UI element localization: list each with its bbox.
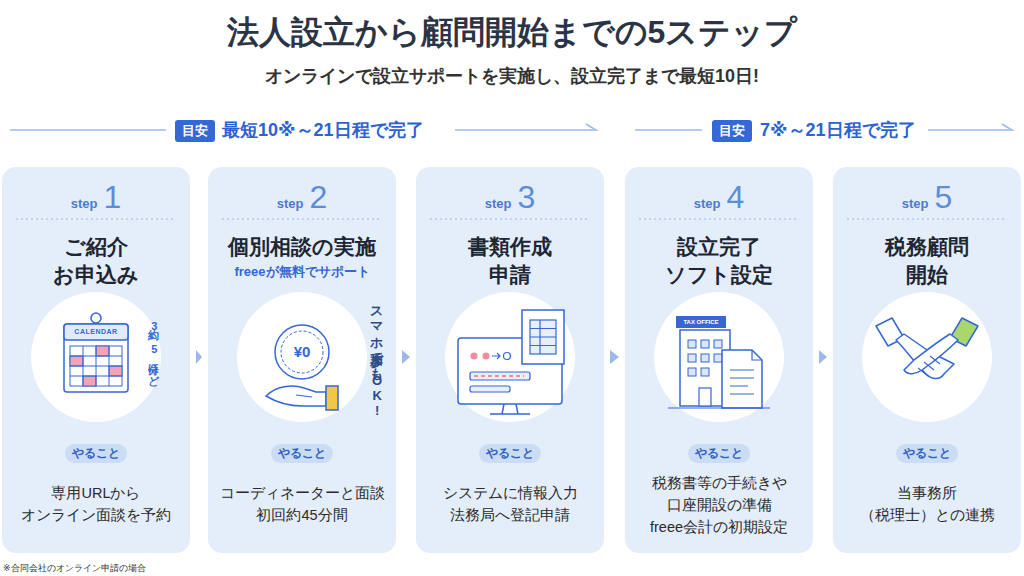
step-card: step1 ご紹介 お申込み専用URLから オンライン面談を予約 やること xyxy=(2,167,190,553)
pill-text: やること xyxy=(479,444,541,463)
step-number: 3 xyxy=(517,177,535,217)
pill-text: やること xyxy=(65,444,127,463)
step-arrow xyxy=(196,350,202,364)
step-body: 税務書等の手続きや 口座開設の準備 freee会計の初期設定 xyxy=(649,472,790,538)
office-sign: TAX OFFICE xyxy=(676,316,726,328)
step-number: 5 xyxy=(934,177,952,217)
step-heading: ご紹介 お申込み xyxy=(52,233,141,289)
step-word: step xyxy=(71,184,98,224)
calendar-label: CALENDAR xyxy=(64,327,128,337)
smartphone-note: スマホ参加でもOK! xyxy=(369,298,385,418)
step-heading: 設立完了 ソフト設定 xyxy=(664,233,775,289)
todo-pill: やること xyxy=(65,444,127,463)
todo-pill: やること xyxy=(271,444,333,463)
step-word: step xyxy=(485,184,512,224)
pill-text: やること xyxy=(271,444,333,463)
subtitle: オンラインで設立サポートを実施し、設立完了まで最短10日! xyxy=(0,64,1024,88)
step-label-row: step4 xyxy=(625,177,813,217)
step-body: コーディネーターと面談 初回約45分間 xyxy=(219,482,386,526)
step-label-row: step1 xyxy=(2,177,190,217)
diagram-title: 法人設立から顧問開始までの5ステップ xyxy=(0,12,1024,52)
footnote: ※合同会社のオンライン申請の場合 xyxy=(3,562,146,574)
step-label-row: step5 xyxy=(833,177,1021,217)
duration-note: 約3～5分ほど xyxy=(147,320,160,381)
pill-text: やること xyxy=(688,444,750,463)
step-arrow xyxy=(402,350,410,364)
step-number: 4 xyxy=(726,177,744,217)
step-word: step xyxy=(694,184,721,224)
period-arrow xyxy=(455,124,596,130)
pill-text: やること xyxy=(896,444,958,463)
step-label-row: step2 xyxy=(208,177,396,217)
coin-label: ¥0 xyxy=(282,343,322,361)
step-arrow xyxy=(610,350,619,364)
tag-text: 目安 xyxy=(712,120,752,142)
step-body: システムに情報入力 法務局へ登記申請 xyxy=(442,482,579,526)
step-arrow xyxy=(819,350,827,364)
step-card: step3 書類作成 申請システムに情報入力 法務局へ登記申請 やること xyxy=(416,167,604,553)
todo-pill: やること xyxy=(688,444,750,463)
period-tag: 目安 xyxy=(175,120,215,142)
period-arrow xyxy=(635,129,702,131)
step-number: 1 xyxy=(103,177,121,217)
period-text: 最短10※～21日程で完了 xyxy=(222,119,424,141)
period-arrow xyxy=(928,124,1012,130)
period-arrow xyxy=(10,129,166,131)
step-number: 2 xyxy=(309,177,327,217)
step-card: step4 設立完了 ソフト設定税務書等の手続きや 口座開設の準備 freee会計… xyxy=(625,167,813,553)
step-label-row: step3 xyxy=(416,177,604,217)
tag-text: 目安 xyxy=(175,120,215,142)
step-body: 専用URLから オンライン面談を予約 xyxy=(20,482,173,526)
step-heading: 個別相談の実施 xyxy=(227,233,377,261)
period-text: 7※～21日程で完了 xyxy=(760,119,916,141)
step-heading: 書類作成 申請 xyxy=(467,233,553,289)
step-word: step xyxy=(277,184,304,224)
step-body: 当事務所 （税理士）との連携 xyxy=(858,482,996,526)
step-word: step xyxy=(902,184,929,224)
step-heading: 税務顧問 開始 xyxy=(884,233,970,289)
todo-pill: やること xyxy=(896,444,958,463)
period-tag: 目安 xyxy=(712,120,752,142)
todo-pill: やること xyxy=(479,444,541,463)
step-subtitle: freeeが無料でサポート xyxy=(208,263,396,281)
step-card: step5 税務顧問 開始当事務所 （税理士）との連携 やること xyxy=(833,167,1021,553)
